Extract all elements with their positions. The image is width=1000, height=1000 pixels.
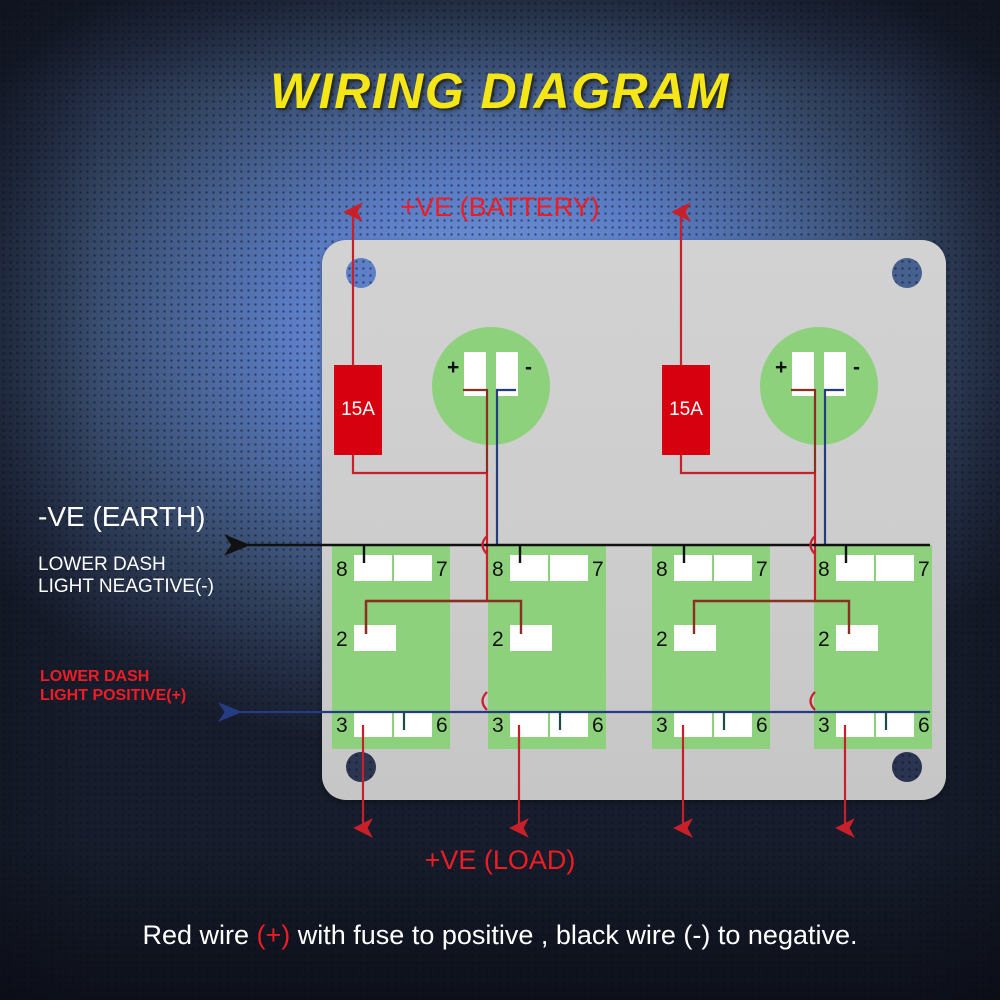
block-3-terminal-7: 7 (756, 558, 768, 581)
block-2-pad-2 (510, 625, 552, 651)
block-1-pad-3 (354, 711, 392, 737)
label-lower-dash-light-negative: LOWER DASH LIGHT NEAGTIVE(-) (38, 554, 214, 598)
switch-panel-body: 15A 15A + - + - 8 7 2 3 6 8 7 2 3 (322, 240, 946, 800)
led-1-plus-sign: + (447, 356, 460, 379)
block-3-pad-3 (674, 711, 712, 737)
block-3-terminal-3: 3 (656, 714, 668, 737)
block-4-terminal-8: 8 (818, 558, 830, 581)
led-2-minus-sign: - (853, 356, 860, 379)
page-title: WIRING DIAGRAM (270, 63, 730, 119)
block-3-pad-7 (714, 555, 752, 581)
block-4-pad-8 (836, 555, 874, 581)
block-4-pad-7 (876, 555, 914, 581)
block-1-terminal-3: 3 (336, 714, 348, 737)
led-1-positive-terminal (464, 352, 486, 396)
led-2-plus-sign: + (775, 356, 788, 379)
block-2-pad-8 (510, 555, 548, 581)
block-3-terminal-6: 6 (756, 714, 768, 737)
fuse-1-output-wires (351, 455, 523, 634)
rocker-switch-led-1[interactable]: + - (432, 327, 550, 445)
label-lower-dash-light-positive: LOWER DASH LIGHT POSITIVE(+) (40, 668, 187, 704)
label-negative-earth: -VE (EARTH) (38, 501, 206, 532)
wire-crossing-hops (481, 535, 816, 711)
block-3-pad-8 (674, 555, 712, 581)
led-1-negative-terminal (496, 352, 518, 396)
block-3-terminal-8: 8 (656, 558, 668, 581)
led-2-negative-terminal (824, 352, 846, 396)
fuse-2: 15A (662, 365, 710, 455)
block-1-terminal-7: 7 (436, 558, 448, 581)
block-4-terminal-6: 6 (918, 714, 930, 737)
label-positive-battery: +VE (BATTERY) (400, 192, 600, 222)
switch-terminal-block-3[interactable]: 8 7 2 3 6 (652, 545, 770, 749)
block-4-terminal-2: 2 (818, 628, 830, 651)
rocker-switch-led-2[interactable]: + - (760, 327, 878, 445)
block-3-terminal-2: 2 (656, 628, 668, 651)
switch-terminal-block-2[interactable]: 8 7 2 3 6 (488, 545, 606, 749)
battery-feed-wires (343, 202, 691, 365)
block-4-pad-6 (876, 711, 914, 737)
block-2-pad-3 (510, 711, 548, 737)
block-2-pad-7 (550, 555, 588, 581)
block-1-pad-8 (354, 555, 392, 581)
mounting-hole-bottom-right (892, 752, 922, 782)
block-4-terminal-3: 3 (818, 714, 830, 737)
block-1-pad-2 (354, 625, 396, 651)
block-2-terminal-6: 6 (592, 714, 604, 737)
led-1-minus-sign: - (525, 356, 532, 379)
led-2-wires (791, 388, 844, 545)
switch-terminal-block-4[interactable]: 8 7 2 3 6 (814, 545, 932, 749)
block-2-terminal-7: 7 (592, 558, 604, 581)
switch-terminal-block-1[interactable]: 8 7 2 3 6 (332, 545, 450, 749)
led-1-wires (463, 388, 516, 545)
mounting-hole-top-left (346, 258, 376, 288)
fuse-1: 15A (334, 365, 382, 455)
caption-part-2: with fuse to positive , black wire (-) t… (290, 920, 858, 950)
block-2-terminal-2: 2 (492, 628, 504, 651)
load-output-wires (353, 725, 855, 838)
mounting-hole-bottom-left (346, 752, 376, 782)
block-1-terminal-6: 6 (436, 714, 448, 737)
caption-plus-symbol: (+) (256, 920, 291, 950)
block-1-pad-7 (394, 555, 432, 581)
fuse-2-output-wires (679, 455, 851, 634)
block-2-terminal-3: 3 (492, 714, 504, 737)
label-positive-load: +VE (LOAD) (424, 845, 576, 875)
block-3-pad-6 (714, 711, 752, 737)
led-2-positive-terminal (792, 352, 814, 396)
block-2-pad-6 (550, 711, 588, 737)
block-4-pad-2 (836, 625, 878, 651)
mounting-hole-top-right (892, 258, 922, 288)
caption-part-1: Red wire (142, 920, 257, 950)
block-4-pad-3 (836, 711, 874, 737)
block-1-terminal-2: 2 (336, 628, 348, 651)
footer-caption: Red wire (+) with fuse to positive , bla… (0, 920, 1000, 951)
earth-bus-wires (224, 534, 930, 563)
block-4-terminal-7: 7 (918, 558, 930, 581)
block-1-pad-6 (394, 711, 432, 737)
dash-light-positive-bus-wires (217, 702, 930, 730)
block-2-terminal-8: 8 (492, 558, 504, 581)
block-1-terminal-8: 8 (336, 558, 348, 581)
